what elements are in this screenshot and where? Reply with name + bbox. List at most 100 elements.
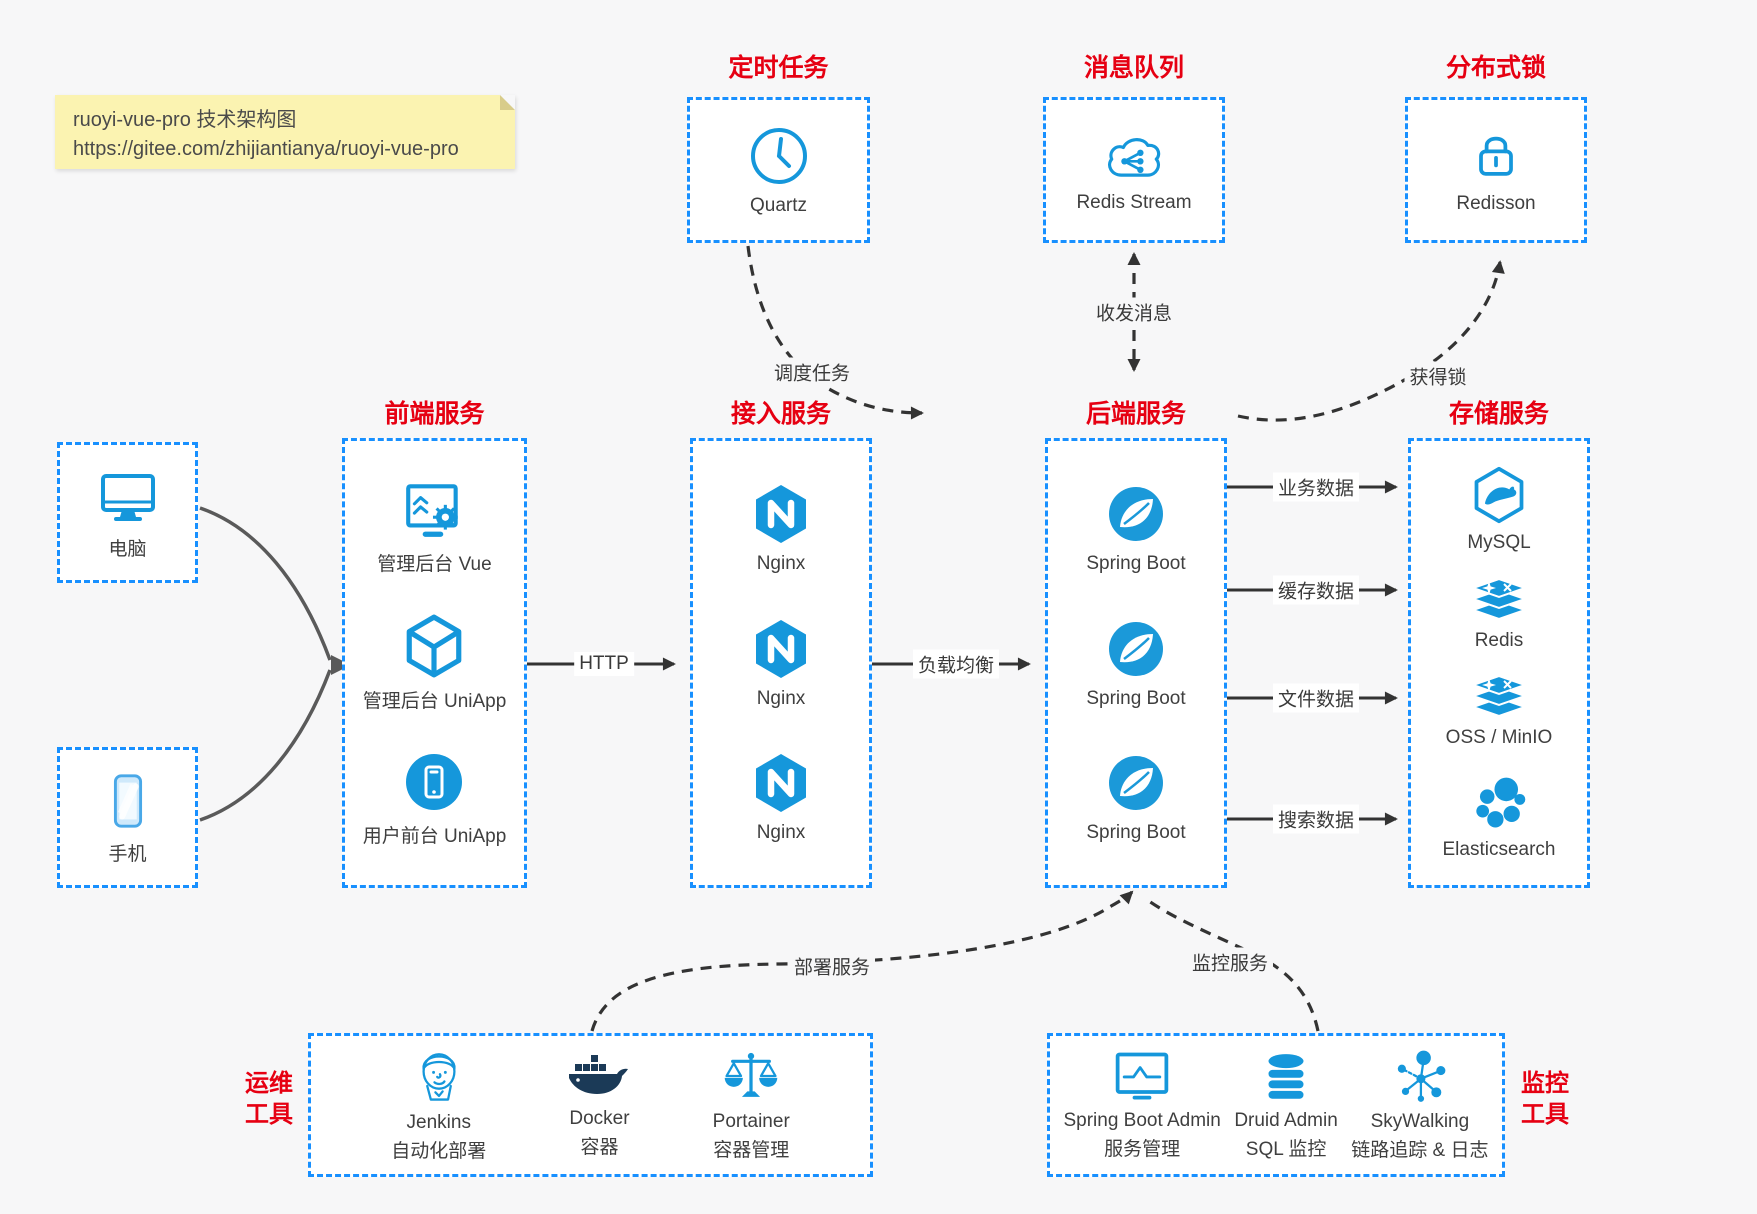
node-name: Druid Admin	[1234, 1110, 1338, 1132]
ops-title-line1: 运维	[245, 1070, 293, 1097]
node-nginx-3: Nginx	[749, 751, 813, 844]
monitoring-title-line2: 工具	[1521, 1101, 1569, 1129]
access-box: Nginx Nginx Nginx	[690, 438, 872, 888]
note-title: ruoyi-vue-pro 技术架构图	[73, 109, 297, 131]
ops-title-line2: 工具	[245, 1101, 293, 1129]
node-desc: 容器	[580, 1137, 619, 1158]
node-springboot-1: Spring Boot	[1086, 482, 1186, 575]
gitee-url: https://gitee.com/zhijiantianya/ruoyi-vu…	[73, 138, 459, 160]
node-label: Redisson	[1456, 192, 1536, 214]
spring-boot-icon	[1108, 621, 1163, 676]
edge-label-cache-data: 缓存数据	[1272, 575, 1360, 605]
node-mysql: MySQL	[1467, 465, 1531, 554]
computer-icon	[100, 473, 155, 521]
node-desc: 自动化部署	[391, 1141, 487, 1162]
edge-label-send-receive-msg: 收发消息	[1090, 297, 1178, 327]
node-redisson: Redisson	[1456, 126, 1536, 215]
node-name: Spring Boot Admin	[1063, 1110, 1221, 1132]
node-label: 用户前台 UniApp	[362, 826, 507, 847]
nginx-icon	[756, 753, 806, 812]
phone-icon	[113, 773, 142, 828]
node-name: Jenkins	[406, 1112, 471, 1134]
edge-label-search-data: 搜索数据	[1272, 804, 1360, 834]
node-druid-admin: Druid Admin SQL 监控	[1234, 1048, 1338, 1162]
mysql-icon	[1474, 467, 1524, 524]
edge-label-deploy-service: 部署服务	[788, 951, 876, 981]
node-name: Portainer	[712, 1111, 790, 1133]
phone-to-frontend-curve	[199, 669, 332, 822]
node-jenkins: Jenkins 自动化部署	[391, 1046, 486, 1164]
frontend-title: 前端服务	[384, 400, 485, 428]
mq-box: Redis Stream	[1043, 97, 1225, 243]
node-portainer: Portainer 容器管理	[713, 1047, 790, 1163]
node-nginx-1: Nginx	[749, 482, 813, 575]
node-phone: 手机	[97, 770, 159, 866]
node-redis: Redis	[1467, 578, 1531, 652]
node-oss-minio: OSS / MinIO	[1445, 676, 1553, 749]
spring-boot-icon	[1108, 755, 1163, 810]
node-name: SkyWalking	[1370, 1111, 1470, 1133]
sticky-note: ruoyi-vue-pro 技术架构图 https://gitee.com/zh…	[55, 95, 515, 169]
edge-label-file-data: 文件数据	[1272, 683, 1360, 713]
node-label: Spring Boot	[1086, 821, 1186, 843]
node-label: MySQL	[1467, 532, 1531, 554]
node-skywalking: SkyWalking 链路追踪 & 日志	[1351, 1047, 1489, 1163]
scheduler-box: Quartz	[687, 97, 870, 243]
storage-title: 存储服务	[1448, 400, 1549, 428]
redis-stack-icon	[1469, 578, 1529, 620]
storage-box: MySQL Redis	[1408, 438, 1590, 888]
edge-label-schedule-task: 调度任务	[768, 357, 856, 387]
jenkins-icon	[422, 1053, 456, 1101]
docker-icon	[569, 1055, 629, 1095]
computer-box: 电脑	[57, 442, 198, 583]
phone-box: 手机	[57, 747, 198, 888]
node-label: Nginx	[756, 821, 806, 843]
node-label: 电脑	[108, 538, 147, 560]
node-computer: 电脑	[96, 465, 160, 561]
mq-title: 消息队列	[1083, 54, 1184, 82]
node-label: OSS / MinIO	[1445, 727, 1553, 749]
device-merge-curves	[199, 506, 332, 822]
mobile-app-circle-icon	[406, 754, 463, 810]
node-label: 手机	[108, 843, 147, 865]
lock-title: 分布式锁	[1445, 54, 1546, 82]
database-icon	[1268, 1054, 1304, 1099]
node-elasticsearch: Elasticsearch	[1443, 774, 1556, 861]
access-title: 接入服务	[730, 400, 831, 428]
scheduler-title: 定时任务	[728, 54, 829, 82]
scales-icon	[724, 1053, 778, 1098]
node-quartz: Quartz	[747, 124, 811, 217]
lock-box: Redisson	[1405, 97, 1587, 243]
node-springboot-3: Spring Boot	[1086, 751, 1186, 844]
node-label: Nginx	[756, 553, 806, 575]
node-nginx-2: Nginx	[749, 617, 813, 710]
trace-network-icon	[1397, 1050, 1446, 1103]
monitoring-title-line1: 监控	[1521, 1070, 1569, 1097]
node-user-uniapp: 用户前台 UniApp	[362, 750, 507, 848]
edge-label-http: HTTP	[574, 652, 634, 676]
node-label: Spring Boot	[1086, 687, 1186, 709]
computer-to-frontend-curve	[199, 506, 332, 661]
node-label: Quartz	[749, 194, 808, 216]
frontend-box: 管理后台 Vue 管理后台 UniApp 用户前台 UniApp	[342, 438, 527, 888]
monitoring-title: 监控 工具	[1514, 1068, 1576, 1130]
node-label: Spring Boot	[1086, 553, 1186, 575]
nginx-icon	[756, 485, 806, 544]
backend-title: 后端服务	[1085, 400, 1186, 428]
node-label: 管理后台 Vue	[377, 554, 492, 575]
node-docker: Docker 容器	[566, 1050, 632, 1160]
edge-label-acquire-lock: 获得锁	[1404, 361, 1472, 391]
node-desc: 链路追踪 & 日志	[1351, 1140, 1489, 1161]
node-redis-stream: Redis Stream	[1076, 127, 1192, 214]
clock-icon	[750, 127, 807, 184]
node-springboot-admin: Spring Boot Admin 服务管理	[1063, 1048, 1221, 1162]
node-vue-admin: 管理后台 Vue	[377, 478, 492, 576]
edge-label-load-balance: 负载均衡	[912, 649, 1000, 679]
edge-label-monitor-service: 监控服务	[1186, 947, 1274, 977]
node-admin-uniapp: 管理后台 UniApp	[362, 613, 507, 713]
node-label: Redis	[1474, 629, 1524, 651]
node-label: 管理后台 UniApp	[362, 691, 507, 712]
edge-label-biz-data: 业务数据	[1272, 472, 1360, 502]
node-name: Docker	[569, 1108, 630, 1130]
